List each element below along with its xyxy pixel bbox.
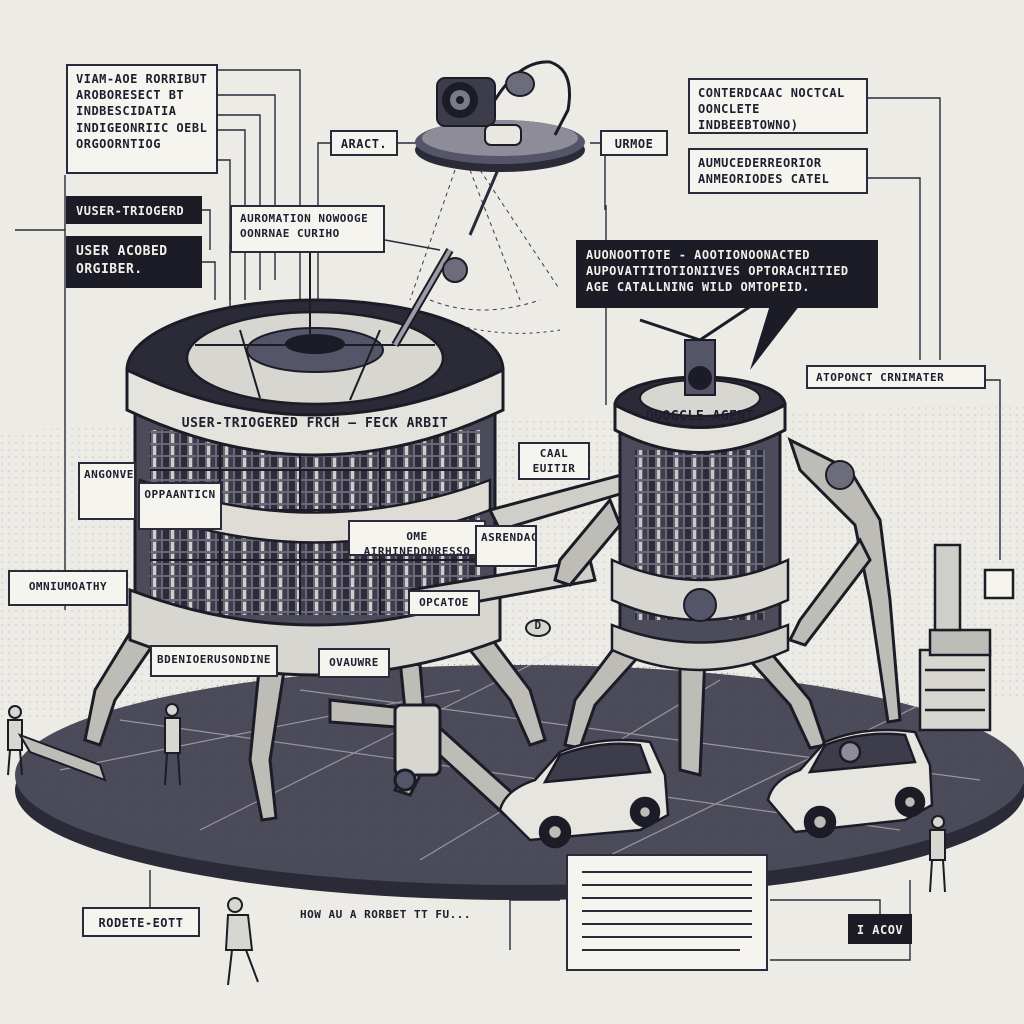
mid-tag-1: OME AIRHINEDONRESSO bbox=[348, 520, 486, 556]
user-triggered-tag: VUSER-TRIOGERD bbox=[66, 196, 202, 224]
bottom-right-tag: I ACOV bbox=[848, 914, 912, 944]
right-mid-note: AUMUCEDERREORIOR ANMEORIODES CATEL bbox=[688, 148, 868, 194]
arm-tag: CAAL EUITIR bbox=[518, 442, 590, 480]
right-robot-ring-label: OOOGGLE AGENT bbox=[645, 409, 755, 424]
camera-drone-icon bbox=[415, 60, 585, 236]
person-icon bbox=[164, 703, 181, 786]
robot-agent-icon bbox=[553, 298, 902, 777]
robot-arm-link bbox=[328, 468, 653, 818]
arcact-tag: ARACT. bbox=[330, 130, 398, 156]
top-center-tag: URMOE bbox=[600, 130, 668, 156]
agent-description-note: AUONOOTTOTE - AOOTIONOONACTED AUPOVATTIT… bbox=[576, 240, 878, 308]
side-tag-2: OPPAANTICN bbox=[138, 482, 222, 530]
base-tag-1: BDENIOERUSONDINE bbox=[150, 645, 278, 677]
bottom-left-tag: RODETE-EOTT bbox=[82, 907, 200, 937]
pin-marker-label: D bbox=[534, 619, 542, 632]
user-logged-note: USER ACOBED ORGIBER. bbox=[66, 236, 202, 288]
pin-marker-icon bbox=[525, 619, 551, 637]
person-icon bbox=[7, 705, 107, 782]
side-tag-1: ANGONVEROS bbox=[78, 462, 136, 520]
car-icon bbox=[766, 728, 934, 839]
callout-pointer bbox=[750, 305, 800, 370]
car-icon bbox=[498, 738, 670, 849]
top-right-note: CONTERDCAAC NOCTCAL OONCLETE INDBEEBTOWN… bbox=[688, 78, 868, 134]
info-panel-bottom bbox=[566, 854, 768, 971]
left-tower-ring-label: USER-TRIOGERED FRCH – FECK ARBIT bbox=[181, 416, 449, 431]
automation-note: AUROMATION NOWOOGE OONRNAE CURIHO bbox=[230, 205, 385, 253]
bottom-caption: HOW AU A RORBET TT FU... bbox=[300, 908, 471, 921]
person-icon bbox=[224, 897, 259, 986]
server-cabinet bbox=[918, 543, 1015, 732]
camera-projection bbox=[409, 169, 561, 334]
top-left-note: VIAM-AOE RORRIBUT AROBORESECT BT INDBESC… bbox=[66, 64, 218, 174]
person-icon bbox=[929, 815, 946, 893]
mid-tag-2: ASRENDACORN bbox=[475, 525, 537, 567]
agent-controller-badge: ATOPONCT CRNIMATER bbox=[806, 365, 986, 389]
base-tag-2: OVAUWRE bbox=[318, 648, 390, 678]
left-edge-tag: OMNIUMOATHY bbox=[8, 570, 128, 606]
arm-tag-2: OPCATOE bbox=[408, 590, 480, 616]
